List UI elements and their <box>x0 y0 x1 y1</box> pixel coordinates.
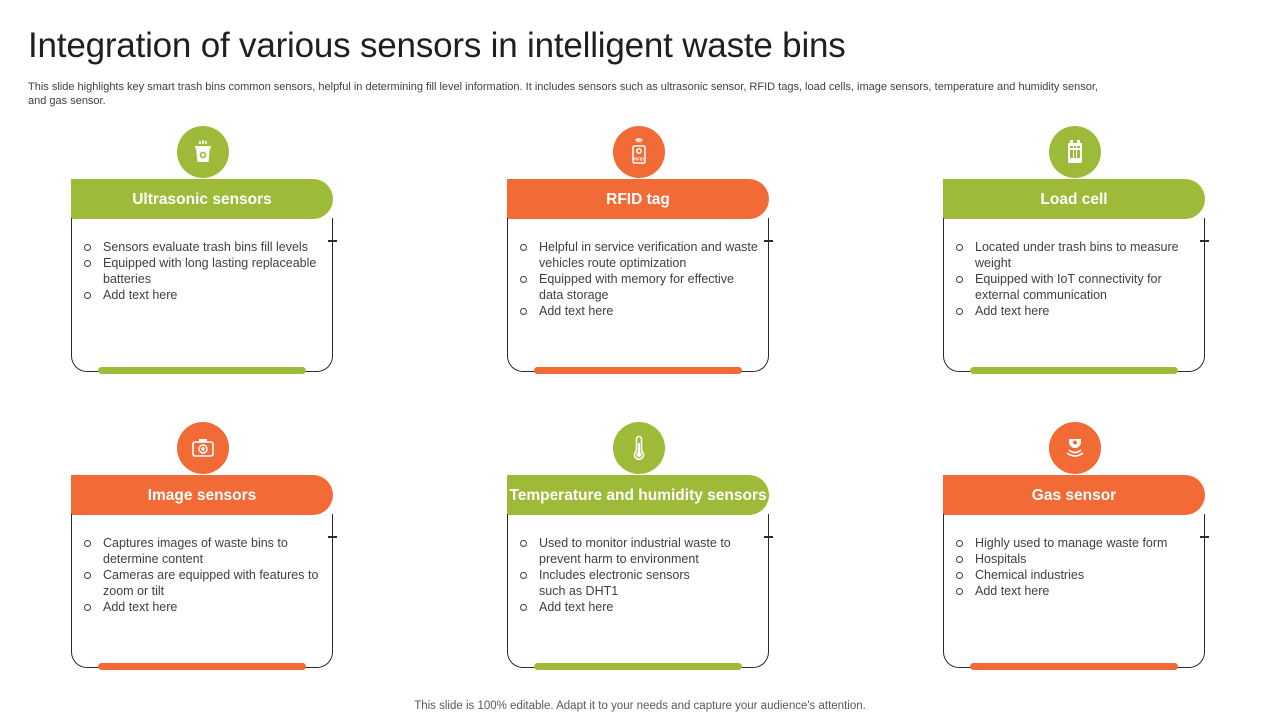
card-body: Captures images of waste bins to determi… <box>71 514 337 668</box>
card-gas-sensor: Gas sensor Highly used to manage waste f… <box>943 422 1209 670</box>
bullet-list: Sensors evaluate trash bins fill levels … <box>84 239 324 303</box>
list-item: Add text here <box>84 287 324 303</box>
accent-bar <box>534 663 742 670</box>
list-item: Add text here <box>956 583 1196 599</box>
accent-bar <box>970 367 1178 374</box>
corner-tick <box>1200 536 1209 538</box>
card-header: RFID tag <box>507 179 769 219</box>
slide-subtitle: This slide highlights key smart trash bi… <box>28 81 1098 107</box>
corner-tick <box>764 536 773 538</box>
list-item: Equipped with long lasting replaceable b… <box>84 255 324 287</box>
bullet-list: Captures images of waste bins to determi… <box>84 535 324 615</box>
card-body: Highly used to manage waste form Hospita… <box>943 514 1209 668</box>
footer-note: This slide is 100% editable. Adapt it to… <box>414 700 866 712</box>
corner-tick <box>764 240 773 242</box>
card-body: Used to monitor industrial waste to prev… <box>507 514 773 668</box>
card-body: Located under trash bins to measure weig… <box>943 218 1209 372</box>
accent-bar <box>98 663 306 670</box>
gas-detector-icon <box>1049 422 1101 474</box>
list-item: Cameras are equipped with features to zo… <box>84 567 324 599</box>
corner-tick <box>328 240 337 242</box>
card-header: Gas sensor <box>943 475 1205 515</box>
accent-bar <box>534 367 742 374</box>
list-item: Helpful in service verification and wast… <box>520 239 760 271</box>
smart-bin-icon <box>177 126 229 178</box>
accent-bar <box>98 367 306 374</box>
card-header: Load cell <box>943 179 1205 219</box>
list-item: Add text here <box>520 303 760 319</box>
card-temperature-humidity-sensors: Temperature and humidity sensors Used to… <box>507 422 773 670</box>
list-item: Captures images of waste bins to determi… <box>84 535 324 567</box>
accent-bar <box>970 663 1178 670</box>
rfid-tag-icon: RFID <box>613 126 665 178</box>
bullet-list: Located under trash bins to measure weig… <box>956 239 1196 319</box>
card-body: Sensors evaluate trash bins fill levels … <box>71 218 337 372</box>
list-item: Includes electronic sensors such as DHT1 <box>520 567 760 599</box>
card-header: Ultrasonic sensors <box>71 179 333 219</box>
card-header: Image sensors <box>71 475 333 515</box>
card-ultrasonic-sensors: Ultrasonic sensors Sensors evaluate tras… <box>71 126 337 374</box>
list-item: Highly used to manage waste form <box>956 535 1196 551</box>
card-rfid-tag: RFID RFID tag Helpful in service verific… <box>507 126 773 374</box>
bullet-list: Helpful in service verification and wast… <box>520 239 760 319</box>
slide-title: Integration of various sensors in intell… <box>28 26 846 65</box>
list-item: Sensors evaluate trash bins fill levels <box>84 239 324 255</box>
rfid-icon-label: RFID <box>634 157 644 162</box>
corner-tick <box>328 536 337 538</box>
card-image-sensors: Image sensors Captures images of waste b… <box>71 422 337 670</box>
bullet-list: Used to monitor industrial waste to prev… <box>520 535 760 615</box>
bullet-list: Highly used to manage waste form Hospita… <box>956 535 1196 599</box>
list-item: Add text here <box>520 599 760 615</box>
list-item: Equipped with IoT connectivity for exter… <box>956 271 1196 303</box>
card-body: Helpful in service verification and wast… <box>507 218 773 372</box>
thermometer-icon <box>613 422 665 474</box>
list-item: Located under trash bins to measure weig… <box>956 239 1196 271</box>
list-item: Add text here <box>956 303 1196 319</box>
list-item: Add text here <box>84 599 324 615</box>
card-header: Temperature and humidity sensors <box>507 475 769 515</box>
list-item: Chemical industries <box>956 567 1196 583</box>
list-item: Used to monitor industrial waste to prev… <box>520 535 760 567</box>
load-cell-icon <box>1049 126 1101 178</box>
corner-tick <box>1200 240 1209 242</box>
card-load-cell: Load cell Located under trash bins to me… <box>943 126 1209 374</box>
list-item: Hospitals <box>956 551 1196 567</box>
camera-sensor-icon <box>177 422 229 474</box>
list-item: Equipped with memory for effective data … <box>520 271 760 303</box>
